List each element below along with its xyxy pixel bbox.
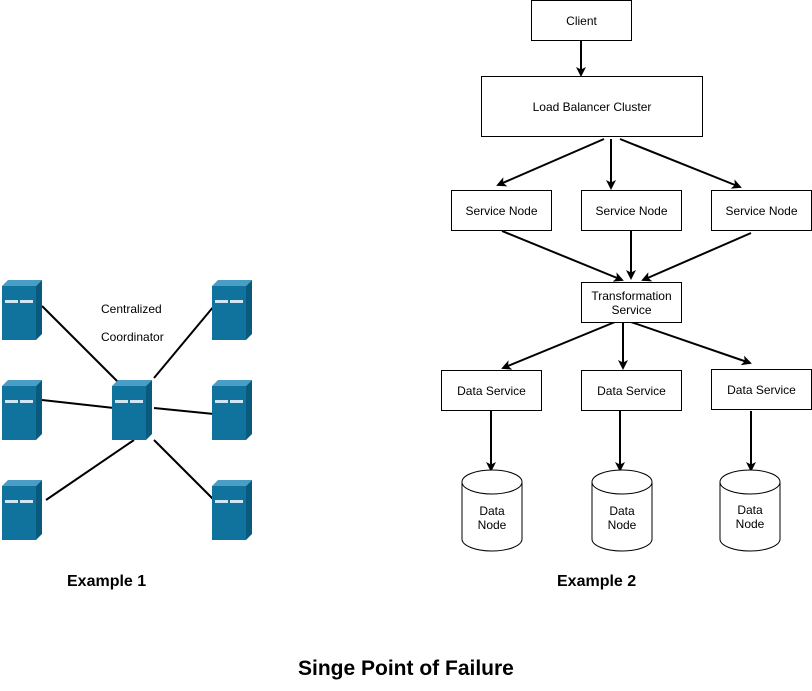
example2-arrows [486, 41, 756, 472]
server-icon [2, 480, 42, 540]
data-service-box: Data Service [581, 370, 682, 411]
data-node-label-line1: Data [609, 504, 635, 518]
server-icon [2, 380, 42, 440]
transformation-label-line1: Transformation [591, 288, 672, 303]
load-balancer-box: Load Balancer Cluster [481, 76, 703, 137]
connector-line [153, 439, 215, 501]
data-node-cylinder [461, 469, 523, 552]
coordinator-server-icon [112, 380, 152, 440]
data-service-label: Data Service [457, 383, 526, 398]
service-node-label: Service Node [465, 203, 538, 218]
service-node-label: Service Node [595, 203, 668, 218]
service-node-box: Service Node [711, 190, 812, 231]
data-node-label-line1: Data [737, 503, 763, 517]
server-icon [212, 380, 252, 440]
data-service-box: Data Service [711, 369, 812, 410]
data-node-label: Data Node [592, 504, 652, 532]
data-node-label-line2: Node [735, 517, 765, 531]
load-balancer-label: Load Balancer Cluster [532, 99, 652, 114]
data-node-label-line1: Data [479, 504, 505, 518]
service-node-label: Service Node [725, 203, 798, 218]
diagram-title: Singe Point of Failure [298, 657, 514, 680]
connector-line [153, 407, 215, 415]
arrow-service-to-transform [501, 230, 624, 282]
arrow-service-to-transform [641, 232, 752, 282]
server-icon [212, 480, 252, 540]
data-node-cylinder [591, 469, 653, 552]
example1-connectors [41, 305, 215, 501]
data-node-cylinder [719, 469, 781, 552]
arrow-transform-to-data [630, 321, 752, 366]
transformation-service-box: Transformation Service [581, 282, 682, 323]
example2-caption: Example 2 [557, 573, 637, 590]
server-icon [2, 280, 42, 340]
coordinator-label-line2: Coordinator [101, 330, 164, 344]
data-node-label-line2: Node [607, 518, 637, 532]
connector-line [41, 305, 119, 383]
client-box: Client [531, 0, 632, 41]
connector-line [45, 439, 135, 501]
coordinator-label-line1: Centralized [101, 302, 162, 316]
service-node-box: Service Node [451, 190, 552, 231]
service-node-box: Service Node [581, 190, 682, 231]
data-service-label: Data Service [727, 382, 796, 397]
connector-line [41, 399, 115, 409]
transformation-label-line2: Service [611, 302, 652, 317]
arrow-transform-to-data [501, 321, 616, 370]
server-icon [212, 280, 252, 340]
data-service-box: Data Service [441, 370, 542, 411]
data-service-label: Data Service [597, 383, 666, 398]
arrow-lb-to-service [619, 138, 742, 189]
data-node-label: Data Node [462, 504, 522, 532]
client-label: Client [566, 13, 597, 28]
data-node-label-line2: Node [477, 518, 507, 532]
example1-caption: Example 1 [67, 573, 147, 590]
arrow-lb-to-service [496, 138, 605, 187]
connector-line [153, 305, 215, 379]
data-node-label: Data Node [720, 503, 780, 531]
